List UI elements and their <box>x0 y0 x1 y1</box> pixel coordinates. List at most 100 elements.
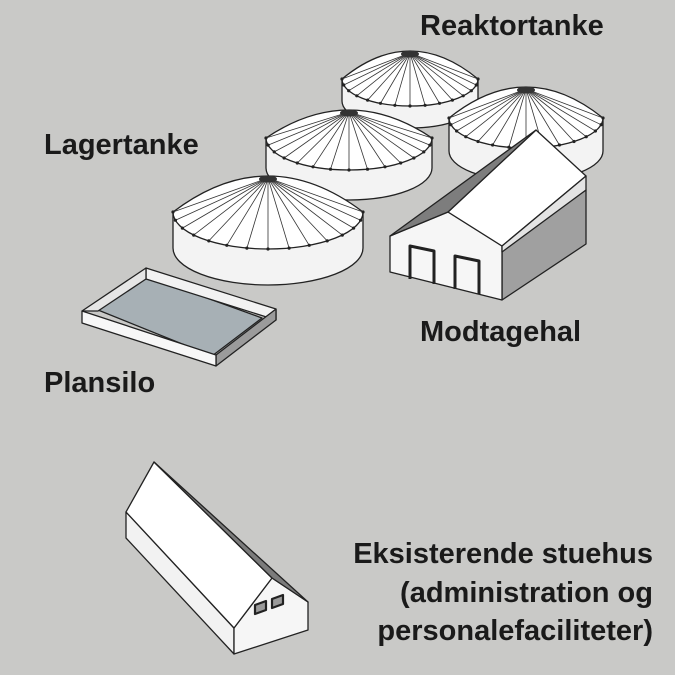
storage-tank-front-vent <box>259 175 277 183</box>
storage-tank-middle-rib <box>297 111 350 164</box>
storage-tank-middle-rib-dot <box>272 150 276 154</box>
tanks-group <box>171 50 605 286</box>
reactor-tank-right-rib-dot <box>557 143 562 147</box>
storage-tank-front-rib-dot <box>307 243 311 247</box>
label-farmhouse-line2: (administration og <box>400 577 653 609</box>
reactor-tank-right-rib-dot <box>584 135 588 139</box>
storage-tank-front-rib-dot <box>352 226 356 230</box>
storage-tank-middle-rib <box>348 111 386 168</box>
reactor-tank-right-rib <box>456 88 527 132</box>
label-farmhouse-line3: personalefaciliteter) <box>377 615 653 647</box>
reactor-tank-right-rib-dot <box>464 135 468 139</box>
reactor-tank-back-rib-dot <box>476 77 480 81</box>
storage-tank-middle-rib <box>265 111 350 139</box>
reactor-tank-back-rib <box>409 52 477 86</box>
storage-tank-middle-rib-dot <box>266 143 270 147</box>
reactor-tank-right-rib <box>477 88 527 142</box>
reactor-tank-back-rib-dot <box>347 89 351 93</box>
reactor-tank-right-rib <box>525 88 602 126</box>
storage-tank-front-rib-dot <box>171 210 175 214</box>
reactor-tank-right-rib-dot <box>491 143 495 147</box>
storage-tank-middle-rib-dot <box>264 136 268 140</box>
reactor-tank-right-rib <box>450 88 527 126</box>
reception-hall-door-right <box>453 254 481 294</box>
storage-tank-middle-rib <box>348 111 431 146</box>
farmhouse <box>125 461 309 655</box>
storage-tank-middle-rib-dot <box>430 136 434 140</box>
reactor-tank-back-rib <box>348 52 411 92</box>
storage-tank-middle-rib-dot <box>428 143 432 147</box>
label-modtagehal: Modtagehal <box>420 316 582 348</box>
reactor-tank-back-rib-dot <box>450 98 454 102</box>
reactor-tank-back-rib <box>409 52 464 97</box>
storage-tank-front-rib-dot <box>245 246 249 250</box>
reactor-tank-right-rib <box>525 88 587 138</box>
storage-tank-front-rib-dot <box>359 218 363 222</box>
reactor-tank-right-rib-dot <box>449 123 453 127</box>
storage-tank-front-rib <box>267 177 361 221</box>
reactor-tank-right-rib <box>525 88 560 146</box>
reactor-tank-back-rib <box>409 52 479 80</box>
bunker-silo-left-wall <box>81 267 147 312</box>
reception-hall-door-left <box>408 244 436 284</box>
reactor-tank-back-rib <box>356 52 411 97</box>
reactor-tank-right-rib-dot <box>455 129 459 133</box>
reactor-tank-back-rib-dot <box>474 83 478 87</box>
reactor-tank-back-rib-dot <box>378 101 383 105</box>
reactor-tank-right-rib <box>525 88 604 119</box>
reactor-tank-back-rib-dot <box>340 77 344 81</box>
storage-tank-front-rib-dot <box>173 218 177 222</box>
reactor-tank-back-rib <box>341 52 411 80</box>
reactor-tank-back-rib <box>409 52 453 101</box>
storage-tank-middle-rib <box>348 111 401 164</box>
storage-tank-front-rib-dot <box>207 239 211 243</box>
storage-tank-front-rib-dot <box>361 210 365 214</box>
storage-tank-middle-rib <box>348 111 433 139</box>
storage-tank-front-rib-dot <box>325 239 329 243</box>
storage-tank-front-rib <box>267 177 354 229</box>
storage-tank-middle-rib-dot <box>365 167 370 171</box>
storage-tank-middle-rib <box>330 111 350 170</box>
storage-tank-front-rib <box>246 177 269 249</box>
storage-tank-front-rib <box>267 177 343 236</box>
reactor-tank-back-rib-dot <box>423 103 427 107</box>
reactor-tank-right-rib <box>448 88 527 119</box>
farmhouse-roof-back <box>153 461 309 603</box>
reactor-tank-back-rib <box>343 52 411 86</box>
label-plansilo: Plansilo <box>44 367 156 399</box>
reception-hall-roof-eave <box>501 175 587 253</box>
reactor-tank-back-rib-dot <box>366 98 370 102</box>
storage-tank-middle-rib-dot <box>295 161 299 165</box>
storage-tank-middle-rib-dot <box>311 165 315 169</box>
storage-tank-middle-rib-dot <box>422 150 426 154</box>
reactor-tank-right-vent <box>517 86 535 94</box>
storage-tank-front-rib <box>267 177 328 242</box>
label-reaktortanke: Reaktortanke <box>420 10 604 42</box>
storage-tank-middle-rib-dot <box>328 167 333 171</box>
bunker-silo-front-wall <box>81 310 217 367</box>
reactor-tank-back-rib <box>380 52 411 104</box>
reception-hall <box>389 129 587 301</box>
storage-tank-middle-rib-dot <box>412 156 416 160</box>
reactor-tank-right-rib-dot <box>507 145 511 149</box>
reactor-tank-back-rib <box>367 52 411 101</box>
reactor-tank-right-rib-dot <box>447 116 451 120</box>
farmhouse-window-left <box>253 599 268 616</box>
storage-tank-middle-rib <box>348 111 424 153</box>
reactor-tank-right-rib <box>525 88 575 142</box>
storage-tank-front-rib <box>175 177 269 221</box>
storage-tank-front-rib <box>226 177 269 246</box>
reactor-tank-back-rib-dot <box>469 89 473 93</box>
storage-tank-front-rib <box>172 177 269 213</box>
farmhouse-window-right <box>270 593 285 610</box>
storage-tank-middle-rib-dot <box>383 165 387 169</box>
reactor-tank-back-rib-dot <box>461 94 465 98</box>
storage-tank-middle-rib <box>348 111 415 159</box>
label-farmhouse-line1: Eksisterende stuehus <box>353 538 653 570</box>
storage-tank-front-rib-dot <box>192 233 196 237</box>
storage-tank-front-rib-dot <box>180 226 184 230</box>
reactor-tank-back-rib <box>409 52 426 106</box>
reactor-tank-back-rib-dot <box>408 104 412 108</box>
reactor-tank-right-rib <box>508 88 527 148</box>
